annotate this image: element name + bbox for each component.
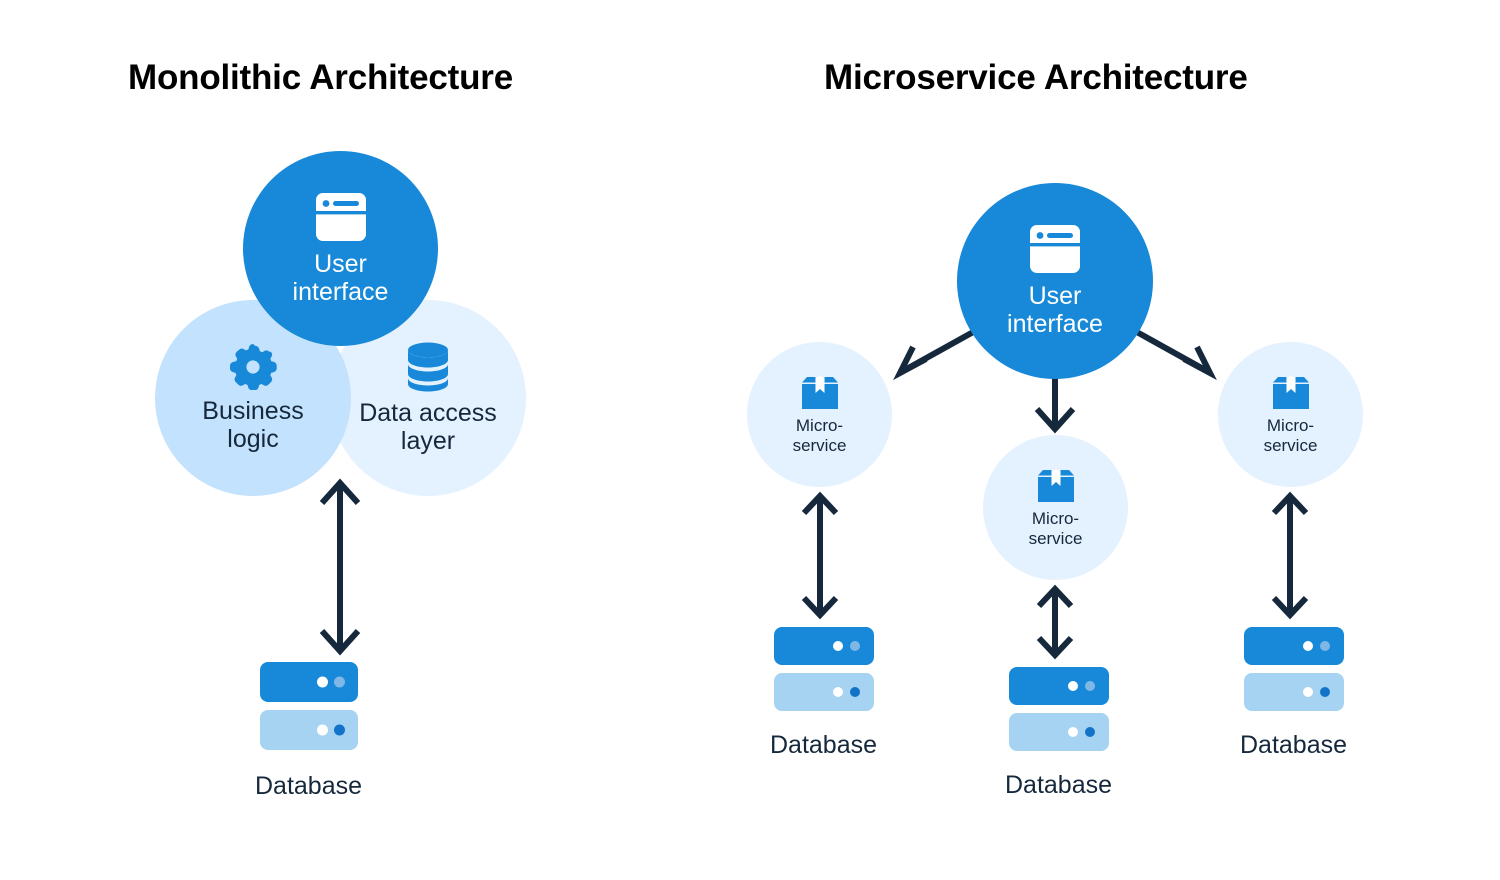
server-led-white [832, 687, 843, 697]
microservice-database-left[interactable]: Database [770, 627, 877, 760]
arrow-ui-to-microservice-right [1133, 328, 1217, 381]
node-data-access-layer-label: Data access layer [359, 398, 497, 455]
arrow-microservice-right-to-database [1271, 491, 1309, 620]
server-led-white [1067, 681, 1078, 691]
browser-window-icon [1029, 224, 1081, 274]
microservice-database-center-label: Database [1005, 771, 1113, 799]
arrow-monolith-app-to-database [319, 478, 361, 656]
node-microservice-right[interactable]: Micro- service [1218, 342, 1363, 487]
monolith-database-label: Database [255, 772, 363, 800]
server-stack-icon-secondary [773, 673, 874, 711]
server-led-blue [333, 724, 345, 736]
node-microservice-user-interface[interactable]: User interface [957, 183, 1153, 379]
node-microservice-left[interactable]: Micro- service [747, 342, 892, 487]
node-microservice-center-label: Micro- service [1028, 509, 1083, 548]
server-led-white [316, 724, 328, 736]
node-business-logic-label: Business logic [202, 396, 304, 453]
server-led-white [1302, 687, 1313, 697]
gear-icon [229, 343, 277, 390]
server-led-blue [1084, 727, 1095, 737]
microservice-database-right[interactable]: Database [1240, 627, 1347, 760]
server-stack-icon [1243, 627, 1344, 665]
server-stack-icon [1008, 667, 1109, 705]
microservice-database-center[interactable]: Database [1005, 667, 1112, 800]
server-stack-icon [259, 662, 358, 702]
server-led-blue [849, 641, 860, 651]
server-stack-icon [773, 627, 874, 665]
server-stack-icon-secondary [259, 710, 358, 750]
package-box-icon [1036, 467, 1076, 505]
server-led-white [316, 676, 328, 688]
server-led-blue [1319, 641, 1330, 651]
node-microservice-center[interactable]: Micro- service [983, 435, 1128, 580]
server-stack-icon-secondary [1243, 673, 1344, 711]
server-led-white [832, 641, 843, 651]
browser-window-icon [315, 192, 367, 242]
microservice-panel-title: Microservice Architecture [824, 58, 1248, 97]
arrow-microservice-left-to-database [801, 491, 839, 620]
arrow-microservice-center-to-database [1036, 584, 1074, 660]
server-led-blue [1084, 681, 1095, 691]
node-microservice-user-interface-label: User interface [1007, 282, 1103, 338]
server-led-blue [333, 676, 345, 688]
server-stack-icon-secondary [1008, 713, 1109, 751]
node-monolith-user-interface-label: User interface [292, 249, 389, 306]
arrow-ui-to-microservice-center [1034, 378, 1076, 434]
microservice-database-left-label: Database [770, 731, 878, 759]
package-box-icon [800, 374, 840, 412]
server-led-blue [1319, 687, 1330, 697]
package-box-icon [1271, 374, 1311, 412]
monolithic-panel-title: Monolithic Architecture [128, 58, 513, 97]
server-led-white [1302, 641, 1313, 651]
microservice-database-right-label: Database [1240, 731, 1348, 759]
node-monolith-user-interface[interactable]: User interface [243, 151, 438, 346]
database-cylinder-icon [405, 342, 451, 392]
monolith-database[interactable]: Database [255, 662, 362, 801]
node-microservice-right-label: Micro- service [1263, 416, 1318, 455]
node-microservice-left-label: Micro- service [792, 416, 847, 455]
arrow-ui-to-microservice-left [893, 328, 977, 381]
server-led-white [1067, 727, 1078, 737]
server-led-blue [849, 687, 860, 697]
